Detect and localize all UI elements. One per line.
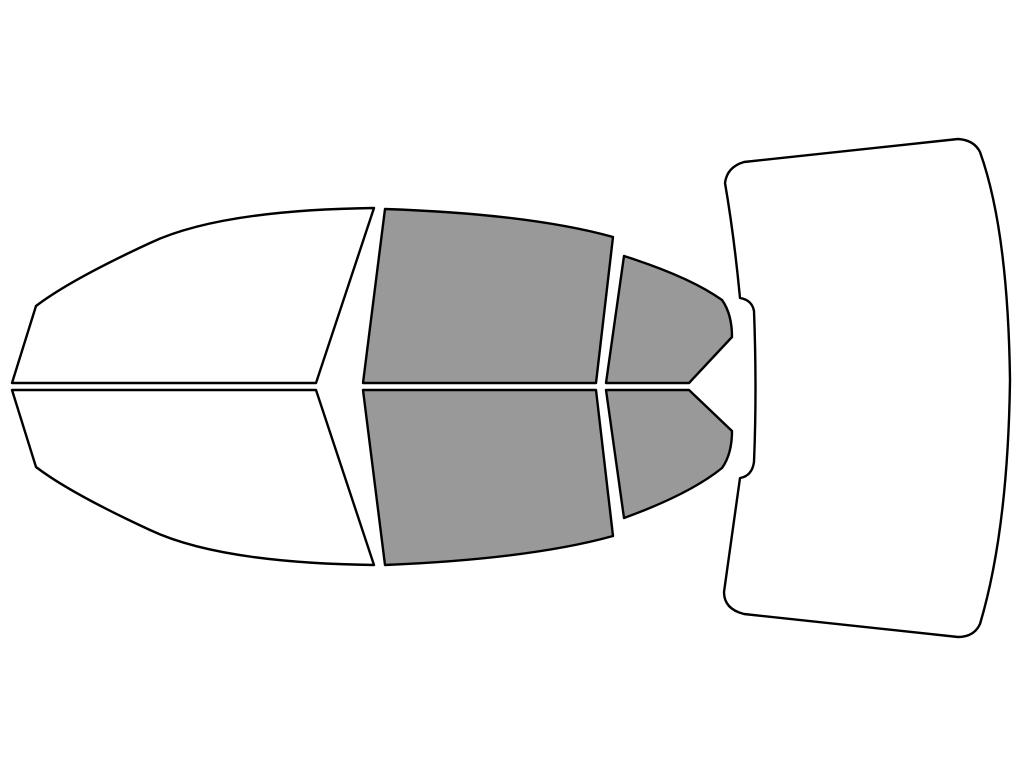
rear-quarter-window-left (604, 254, 734, 385)
rear-door-window-left (361, 207, 615, 385)
rear-windshield (722, 137, 1012, 639)
front-door-window-left (10, 206, 376, 385)
rear-door-window-right (361, 388, 615, 567)
front-door-window-right (10, 388, 376, 567)
rear-quarter-window-right (604, 388, 734, 520)
